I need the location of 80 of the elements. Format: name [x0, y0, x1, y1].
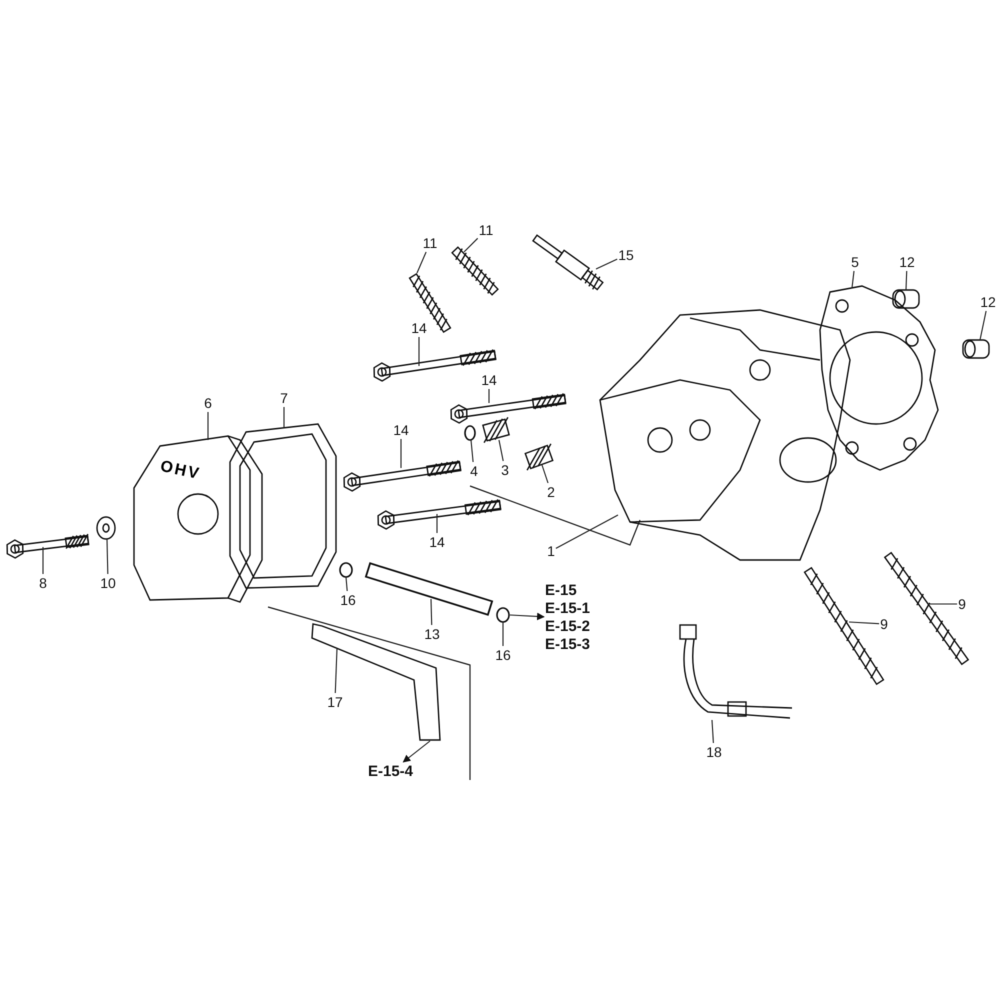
leader-line [848, 621, 880, 624]
leader-line [851, 270, 855, 288]
callout-number: 14 [411, 320, 427, 336]
leader-line [711, 720, 714, 744]
callout-number: 11 [478, 222, 494, 238]
arrow [402, 740, 430, 762]
leader-line [416, 252, 427, 274]
callout-number: 10 [100, 575, 116, 591]
reference-code: E-15-1 [545, 600, 590, 618]
cover-gasket-drawing [229, 423, 337, 589]
breather-tube-drawing [311, 623, 441, 741]
callout-number: 1 [547, 543, 555, 559]
leader-line [436, 514, 438, 533]
head-gasket-drawing [819, 285, 939, 471]
guide-sleeve-drawing [524, 443, 554, 471]
leader-line [596, 258, 618, 270]
dowel-pin-drawing [892, 289, 920, 309]
leader-line [464, 238, 478, 252]
leader-line [498, 440, 504, 462]
leader-line [488, 389, 490, 403]
guide-sleeve-drawing [482, 416, 510, 444]
leader-line [430, 598, 432, 626]
leader-line [207, 412, 209, 440]
cylinder-head-drawing [599, 309, 851, 561]
callout-number: 9 [958, 596, 966, 612]
callout-number: 14 [393, 422, 409, 438]
callout-number: 15 [618, 247, 634, 263]
callout-number: 12 [899, 254, 915, 270]
callout-number: 14 [481, 372, 497, 388]
callout-number: 16 [340, 592, 356, 608]
dowel-pin-drawing [962, 339, 990, 359]
callout-number: 18 [706, 744, 722, 760]
leader-line [418, 337, 420, 366]
callout-number: 11 [422, 235, 438, 251]
flange-bolt-drawing [6, 533, 90, 559]
leader-line [42, 547, 44, 574]
flange-bolt-drawing [343, 460, 462, 492]
callout-number: 12 [980, 294, 996, 310]
callout-number: 3 [501, 462, 509, 478]
embossed-lettering: OHV [158, 458, 202, 484]
leader-line [345, 576, 348, 592]
leader-line [502, 622, 504, 646]
flange-bolt-drawing [450, 392, 566, 424]
reference-code: E-15 [545, 582, 578, 600]
oil-sensor-drawing [679, 624, 792, 719]
reference-code: E-15-4 [368, 763, 414, 781]
leader-line [928, 603, 958, 605]
stud-bolt-drawing [451, 246, 499, 296]
callout-number: 6 [204, 395, 212, 411]
arrow [510, 612, 545, 620]
washer-drawing [96, 516, 116, 540]
leader-line [470, 440, 474, 462]
hose-clip-ring [339, 562, 353, 578]
stud-bolt-drawing [408, 272, 452, 334]
callout-number: 9 [880, 616, 888, 632]
leader-line [400, 439, 402, 468]
callout-number: 4 [470, 463, 478, 479]
breather-hose-tube [364, 562, 494, 616]
reference-code: E-15-3 [545, 636, 590, 654]
callout-number: 8 [39, 575, 47, 591]
reference-code: E-15-2 [545, 618, 590, 636]
leader-line [905, 270, 908, 290]
callout-number: 2 [547, 484, 555, 500]
callout-number: 16 [495, 647, 511, 663]
leader-line [979, 310, 987, 340]
callout-number: 17 [327, 694, 343, 710]
leader-line [283, 407, 285, 428]
leader-line [541, 464, 549, 484]
flange-bolt-drawing [377, 498, 502, 530]
callout-number: 7 [280, 390, 288, 406]
callout-number: 5 [851, 254, 859, 270]
pin-ring [464, 425, 476, 441]
callout-number: 14 [429, 534, 445, 550]
head-cover-drawing [133, 435, 263, 603]
leader-line [106, 538, 108, 574]
spark-plug-drawing [532, 234, 604, 290]
hose-clip-ring [496, 607, 510, 623]
callout-number: 13 [424, 626, 440, 642]
leader-line [334, 648, 338, 694]
leader-line [556, 514, 618, 549]
